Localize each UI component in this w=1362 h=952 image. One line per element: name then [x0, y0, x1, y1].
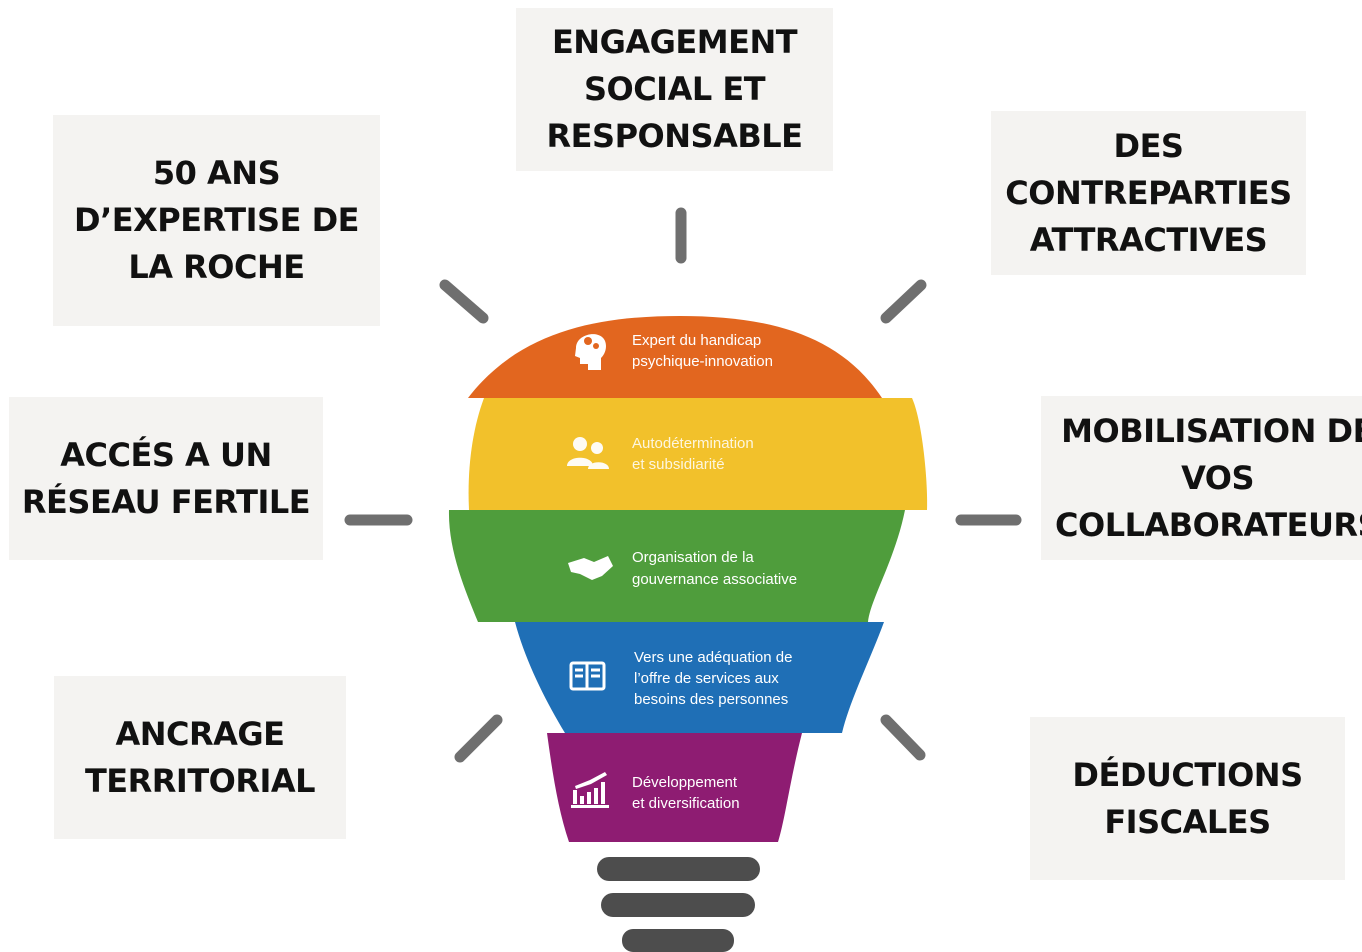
band-3-line2: gouvernance associative — [632, 571, 797, 588]
ray-bottom-right — [880, 714, 926, 761]
box-reseau: ACCÉS A UN RÉSEAU FERTILE — [9, 397, 323, 560]
head-gears-icon — [575, 334, 606, 370]
band-4-line1: Vers une adéquation de — [634, 649, 792, 666]
band-orange — [468, 316, 882, 398]
base-ring-1 — [597, 857, 760, 881]
band-1-line1: Expert du handicap — [632, 332, 761, 349]
band-green — [448, 510, 905, 622]
book-icon — [569, 661, 606, 691]
base-cap — [622, 929, 734, 952]
base-ring-2 — [601, 893, 755, 917]
band-5-line2: et diversification — [632, 795, 740, 812]
band-4-line3: besoins des personnes — [634, 691, 788, 708]
box-ancrage-label: ANCRAGE TERRITORIAL — [84, 714, 316, 800]
box-ancrage: ANCRAGE TERRITORIAL — [54, 676, 346, 839]
box-expertise: 50 ANS D’EXPERTISE DE LA ROCHE — [53, 115, 380, 326]
band-purple — [547, 733, 802, 842]
ray-top-right — [880, 279, 927, 324]
box-engagement: ENGAGEMENT SOCIAL ET RESPONSABLE — [516, 8, 833, 171]
box-contreparties-label: DES CONTREPARTIES ATTRACTIVES — [1005, 126, 1292, 259]
box-engagement-label: ENGAGEMENT SOCIAL ET RESPONSABLE — [546, 23, 803, 155]
band-1-line2: psychique-innovation — [632, 353, 773, 370]
rays — [344, 207, 1022, 763]
handshake-icon — [568, 556, 613, 580]
bulb-base — [597, 857, 760, 952]
band-2-line2: et subsidiarité — [632, 456, 725, 473]
bar-chart-icon — [571, 772, 609, 808]
box-deductions: DÉDUCTIONS FISCALES — [1030, 717, 1345, 880]
people-icon — [567, 437, 609, 469]
box-deductions-label: DÉDUCTIONS FISCALES — [1072, 755, 1303, 841]
band-3-line1: Organisation de la — [632, 549, 754, 566]
band-blue — [515, 622, 884, 733]
box-contreparties: DES CONTREPARTIES ATTRACTIVES — [991, 111, 1306, 275]
box-reseau-label: ACCÉS A UN RÉSEAU FERTILE — [21, 435, 311, 521]
box-mobilisation: MOBILISATION DE VOS COLLABORATEURS — [1041, 396, 1362, 560]
box-expertise-label: 50 ANS D’EXPERTISE DE LA ROCHE — [74, 154, 359, 286]
band-4-line2: l’offre de services aux — [634, 670, 779, 687]
box-mobilisation-label: MOBILISATION DE VOS COLLABORATEURS — [1055, 411, 1362, 544]
band-2-line1: Autodétermination — [632, 435, 754, 452]
band-5-line1: Développement — [632, 774, 738, 791]
ray-bottom-left — [454, 714, 503, 763]
ray-top-left — [439, 279, 489, 324]
band-yellow — [468, 398, 928, 510]
